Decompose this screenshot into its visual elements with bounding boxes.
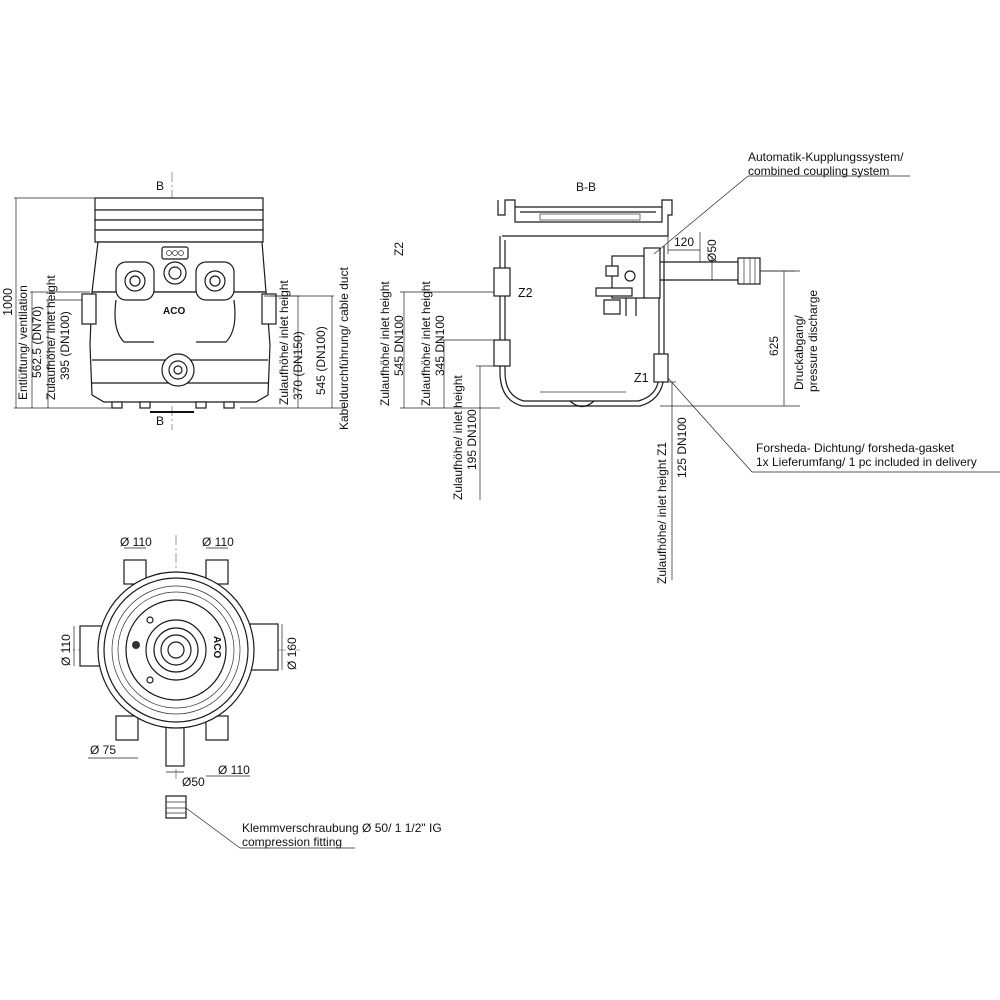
inlet-345-value: 345 DN100 — [433, 315, 447, 376]
plan-d160-right: Ø 160 — [285, 637, 299, 670]
plan-d75: Ø 75 — [90, 743, 116, 757]
front-dim-inlet-right-value: 370 (DN150) — [291, 331, 305, 400]
front-dim-inlet-right-label: Zulaufhöhe/ inlet height — [277, 280, 291, 405]
plan-d110-left: Ø 110 — [59, 634, 73, 666]
front-dim-inlet-left-value: 395 (DN100) — [58, 311, 72, 380]
inlet-195-label: Zulaufhöhe/ inlet height — [451, 375, 465, 500]
z1-value: 125 DN100 — [675, 417, 689, 478]
plan-d110-bottom: Ø 110 — [218, 763, 250, 777]
coupling-label-line1: Automatik-Kupplungssystem/ — [748, 150, 904, 164]
front-view: B B — [1, 172, 351, 430]
section-title: B-B — [576, 180, 596, 194]
front-dim-cable-label: Kabeldurchführung/ cable duct — [337, 267, 351, 430]
discharge-label-line2: pressure discharge — [806, 290, 820, 392]
section-view: B-B Z2 Z1 — [378, 150, 1000, 584]
front-dim-ventilation-label: Entlüftung/ ventilation — [16, 285, 30, 400]
plan-d50: Ø50 — [182, 775, 205, 789]
fitting-label-line2: compression fitting — [242, 835, 342, 849]
inlet-345-label: Zulaufhöhe/ inlet height — [419, 281, 433, 406]
front-dim-ventilation-value: 562.5 (DN70) — [30, 306, 44, 378]
z2-value: 545 DN100 — [392, 315, 406, 376]
fitting-label-line1: Klemmverschraubung Ø 50/ 1 1/2" IG — [242, 821, 442, 835]
dim-625: 625 — [767, 336, 781, 356]
coupling-label-line2: combined coupling system — [748, 164, 889, 178]
section-mark-top: B — [156, 179, 164, 193]
front-dim-total-height: 1000 — [1, 288, 15, 316]
dim-120: 120 — [674, 235, 694, 249]
plan-brand-label: ACO — [211, 636, 222, 658]
z1-label: Zulaufhöhe/ inlet height Z1 — [655, 442, 669, 584]
gasket-label-line1: Forsheda- Dichtung/ forsheda-gasket — [756, 441, 955, 455]
inlet-195-value: 195 DN100 — [465, 409, 479, 470]
section-mark-bottom: B — [156, 414, 164, 428]
z2-label-line2: Z2 — [392, 242, 406, 256]
discharge-label-line1: Druckabgang/ — [792, 315, 806, 390]
z2-marker: Z2 — [518, 286, 533, 300]
plan-d110-top-left: Ø 110 — [120, 535, 152, 549]
gasket-label-line2: 1x Lieferumfang/ 1 pc included in delive… — [756, 455, 977, 469]
front-brand-label: ACO — [163, 306, 185, 317]
z1-marker: Z1 — [634, 371, 649, 385]
front-dim-inlet-left-label: Zulaufhöhe/ inlet height — [44, 275, 58, 400]
plan-view: ACO Ø 110 Ø 110 Ø 110 Ø 160 Ø 75 Ø 110 Ø… — [59, 535, 442, 849]
front-dim-cable-value: 545 (DN100) — [314, 326, 328, 395]
dim-pipe-50: Ø50 — [705, 239, 719, 262]
plan-d110-top-right: Ø 110 — [202, 535, 234, 549]
z2-label-line1: Zulaufhöhe/ inlet height — [378, 281, 392, 406]
